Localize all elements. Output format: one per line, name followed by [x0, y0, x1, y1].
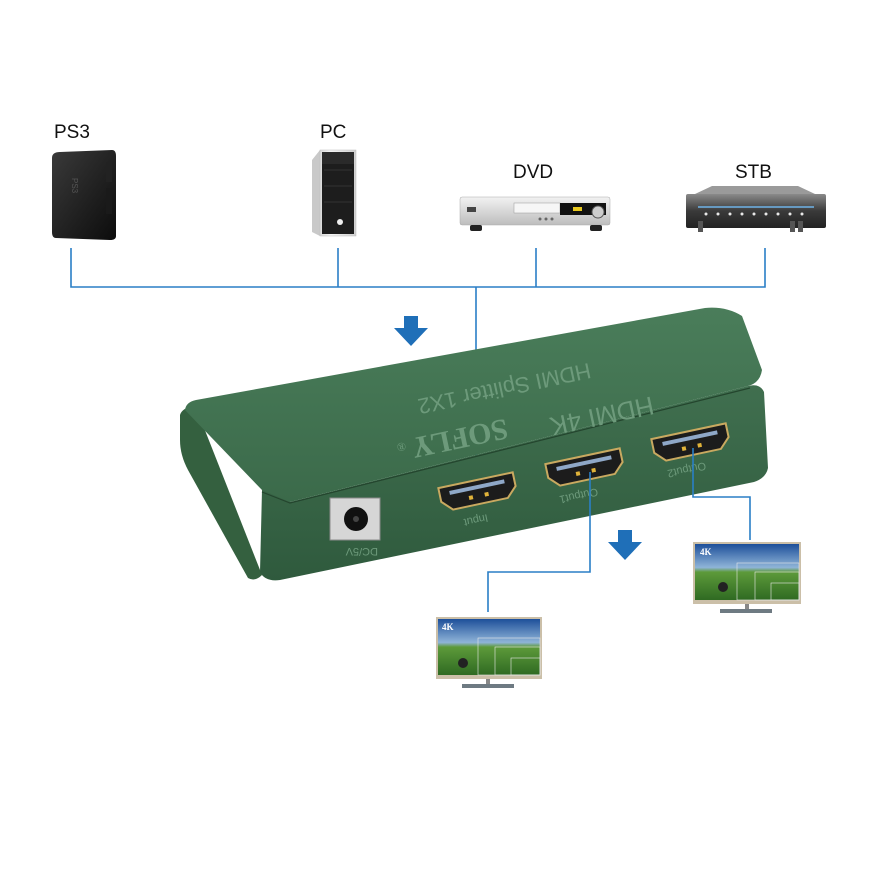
- brand-mark: ®: [396, 439, 408, 455]
- port-label-input: Input: [463, 511, 489, 528]
- hdmi-port-input[interactable]: [437, 471, 517, 511]
- tv-display-output2: 4K: [693, 542, 801, 613]
- hdmi-port-output1[interactable]: [544, 447, 624, 487]
- source-label-dvd: DVD: [513, 162, 554, 183]
- power-jack: [329, 497, 381, 541]
- set-top-box-icon: [686, 186, 826, 232]
- svg-text:PS3: PS3: [70, 178, 79, 194]
- source-label-ps3: PS3: [54, 122, 90, 143]
- game-console-icon: PS3: [52, 150, 116, 240]
- desktop-tower-icon: [312, 149, 357, 237]
- power-label: DC/5V: [345, 545, 378, 557]
- source-label-stb: STB: [735, 162, 772, 183]
- tv-4k-label: 4K: [442, 622, 454, 632]
- tv-display-output1: 4K: [436, 617, 542, 688]
- down-arrow-icon: [394, 316, 428, 346]
- hdmi-port-output2[interactable]: [650, 422, 730, 462]
- output-cable-lines: [487, 448, 751, 612]
- tv-4k-label: 4K: [700, 547, 712, 557]
- down-arrow-icon: [608, 530, 642, 560]
- source-label-pc: PC: [320, 122, 347, 143]
- dvd-player-icon: [459, 196, 611, 231]
